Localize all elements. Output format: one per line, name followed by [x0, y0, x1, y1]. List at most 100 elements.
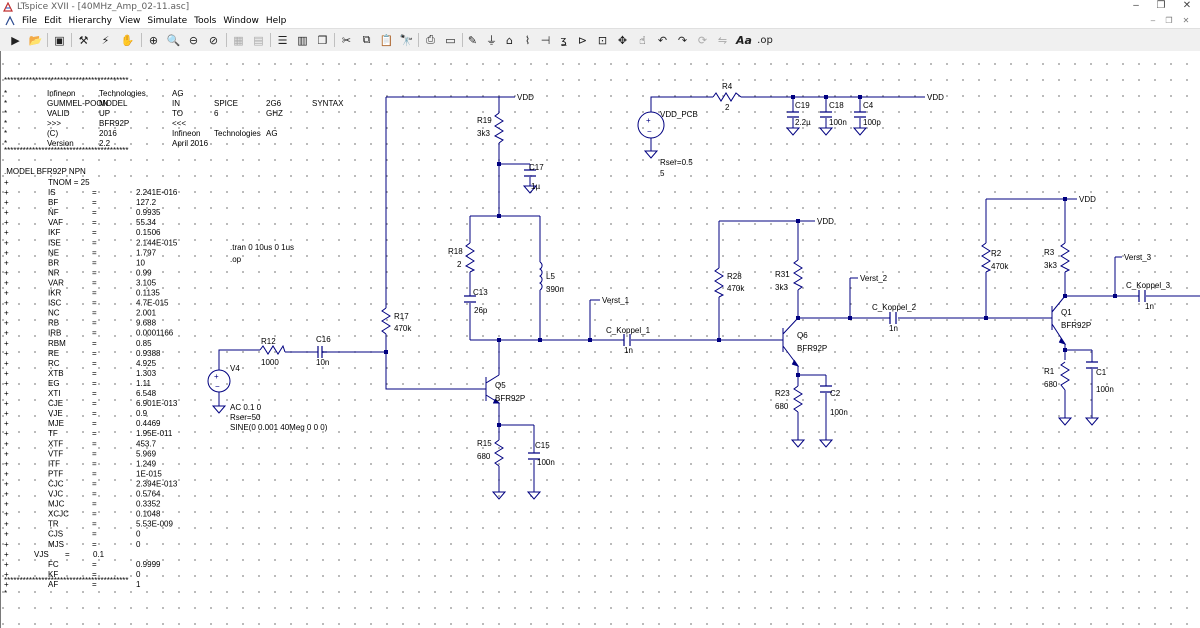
control-panel-icon[interactable]: ⚒ [78, 33, 89, 47]
autorange-icon[interactable]: ▦ [233, 33, 244, 47]
spice-directive-icon[interactable]: .op [757, 34, 773, 46]
c13-symbol [464, 295, 476, 303]
component-icon[interactable]: ⊡ [597, 33, 608, 47]
mirror-icon[interactable]: ⇋ [717, 33, 728, 47]
redo-icon[interactable]: ↷ [677, 33, 688, 47]
c16-symbol [317, 346, 327, 358]
model-param-value: 5.969 [136, 449, 157, 458]
continuation-plus: + [4, 459, 9, 468]
model-param-name: ISC [48, 299, 62, 308]
model-param-name: RBM [48, 339, 66, 348]
stars-bottom: **************************************** [4, 576, 129, 585]
zoom-area-icon[interactable]: 🔍 [166, 33, 181, 47]
mdi-restore-button[interactable]: ❐ [1165, 16, 1173, 25]
menu-window[interactable]: Window [223, 15, 259, 26]
pan-icon[interactable]: ✋ [120, 33, 135, 47]
drag-icon[interactable]: ☝ [639, 33, 646, 47]
continuation-plus: + [4, 419, 9, 428]
tran-directive[interactable]: .tran 0 10us 0 1us [230, 243, 294, 252]
zoom-in-icon[interactable]: ⊕ [148, 33, 159, 47]
model-header-token: * [4, 89, 7, 98]
menu-edit[interactable]: Edit [44, 15, 62, 26]
v4-rser: Rser=50 [230, 413, 261, 422]
save-icon[interactable]: ▣ [54, 33, 65, 47]
menu-tools[interactable]: Tools [194, 15, 217, 26]
label-icon[interactable]: ⌂ [506, 33, 513, 47]
tile-vertical-icon[interactable]: ☰ [277, 33, 288, 47]
print-preview-icon[interactable]: ▭ [445, 33, 456, 47]
model-param-name: AF [48, 580, 58, 589]
cascade-icon[interactable]: ❐ [317, 33, 328, 47]
grid-icon[interactable]: ▤ [253, 33, 264, 47]
op-directive[interactable]: .op [230, 255, 242, 264]
continuation-plus: + [4, 550, 9, 559]
junctions [384, 95, 1117, 427]
document-icon[interactable] [4, 15, 16, 27]
continuation-plus: + [4, 520, 9, 529]
run-icon[interactable]: ▶ [11, 33, 20, 47]
model-param-equals: = [92, 369, 97, 378]
r12-value: 1000 [261, 358, 279, 367]
model-header-token: SYNTAX [312, 99, 344, 108]
text-icon[interactable]: Aa [736, 33, 752, 47]
resistor-icon[interactable]: ⌇ [524, 33, 531, 47]
tile-horizontal-icon[interactable]: ▥ [297, 33, 308, 47]
model-param-equals: = [92, 459, 97, 468]
menu-hierarchy[interactable]: Hierarchy [68, 15, 113, 26]
wire-icon[interactable]: ✎ [467, 33, 478, 47]
continuation-plus: + [4, 449, 9, 458]
capacitor-icon[interactable]: ⊣ [540, 33, 551, 47]
window-title: LTspice XVII - [40MHz_Amp_02-11.asc] [17, 1, 190, 12]
menu-view[interactable]: View [119, 15, 141, 26]
halt-icon[interactable]: ⚡ [101, 33, 110, 47]
r15-name: R15 [477, 439, 492, 448]
cut-icon[interactable]: ✂ [341, 33, 352, 47]
model-param-name: RE [48, 349, 59, 358]
model-header-token: AG [172, 89, 184, 98]
model-param-name: RB [48, 319, 59, 328]
model-param-name: ISE [48, 238, 61, 247]
menu-file[interactable]: File [22, 15, 38, 26]
r17-value: 470k [394, 324, 412, 333]
tnom-param: TNOM = 25 [48, 178, 90, 187]
menu-simulate[interactable]: Simulate [147, 15, 188, 26]
r2-symbol [980, 242, 992, 273]
print-icon[interactable]: ⎙ [426, 33, 435, 46]
r4-name: R4 [722, 82, 733, 91]
move-icon[interactable]: ✥ [617, 33, 628, 47]
maximize-button[interactable]: ❐ [1156, 0, 1166, 11]
model-header-token: * [4, 139, 7, 148]
find-icon[interactable]: 🔭 [399, 33, 414, 47]
model-param-equals: = [92, 419, 97, 428]
inductor-icon[interactable]: ʓ [560, 33, 567, 47]
mdi-close-button[interactable]: ✕ [1182, 16, 1190, 25]
copy-icon[interactable]: ⧉ [362, 33, 371, 46]
zoom-fit-icon[interactable]: ⊘ [208, 33, 219, 47]
paste-icon[interactable]: 📋 [379, 33, 394, 47]
menu-help[interactable]: Help [265, 15, 287, 26]
close-button[interactable]: ✕ [1182, 0, 1192, 11]
model-param-equals: = [92, 278, 97, 287]
minimize-button[interactable]: – [1133, 0, 1139, 11]
model-param-value: 1.797 [136, 248, 157, 257]
zoom-out-icon[interactable]: ⊖ [188, 33, 199, 47]
model-header-token: 2.2 [99, 139, 111, 148]
diode-icon[interactable]: ⊳ [577, 33, 588, 47]
model-param-equals: = [92, 349, 97, 358]
mdi-minimize-button[interactable]: – [1150, 16, 1156, 25]
rotate-icon[interactable]: ⟳ [697, 33, 708, 47]
model-param-equals: = [92, 500, 97, 509]
net-label-verst-3: Verst_3 [1124, 253, 1152, 262]
schematic[interactable]: ****************************************… [0, 51, 1200, 628]
open-icon[interactable]: 📂 [28, 33, 43, 47]
ground-icon[interactable]: ⏚ [486, 34, 497, 47]
svg-text:+: + [646, 116, 651, 125]
spice-model-block[interactable]: ****************************************… [4, 76, 344, 598]
undo-icon[interactable]: ↶ [657, 33, 668, 47]
model-param-name: ITF [48, 459, 60, 468]
continuation-plus: + [4, 349, 9, 358]
model-param-name: FC [48, 560, 59, 569]
c15-symbol [528, 452, 540, 460]
q6-name: Q6 [797, 331, 808, 340]
model-param-name: CJC [48, 479, 64, 488]
